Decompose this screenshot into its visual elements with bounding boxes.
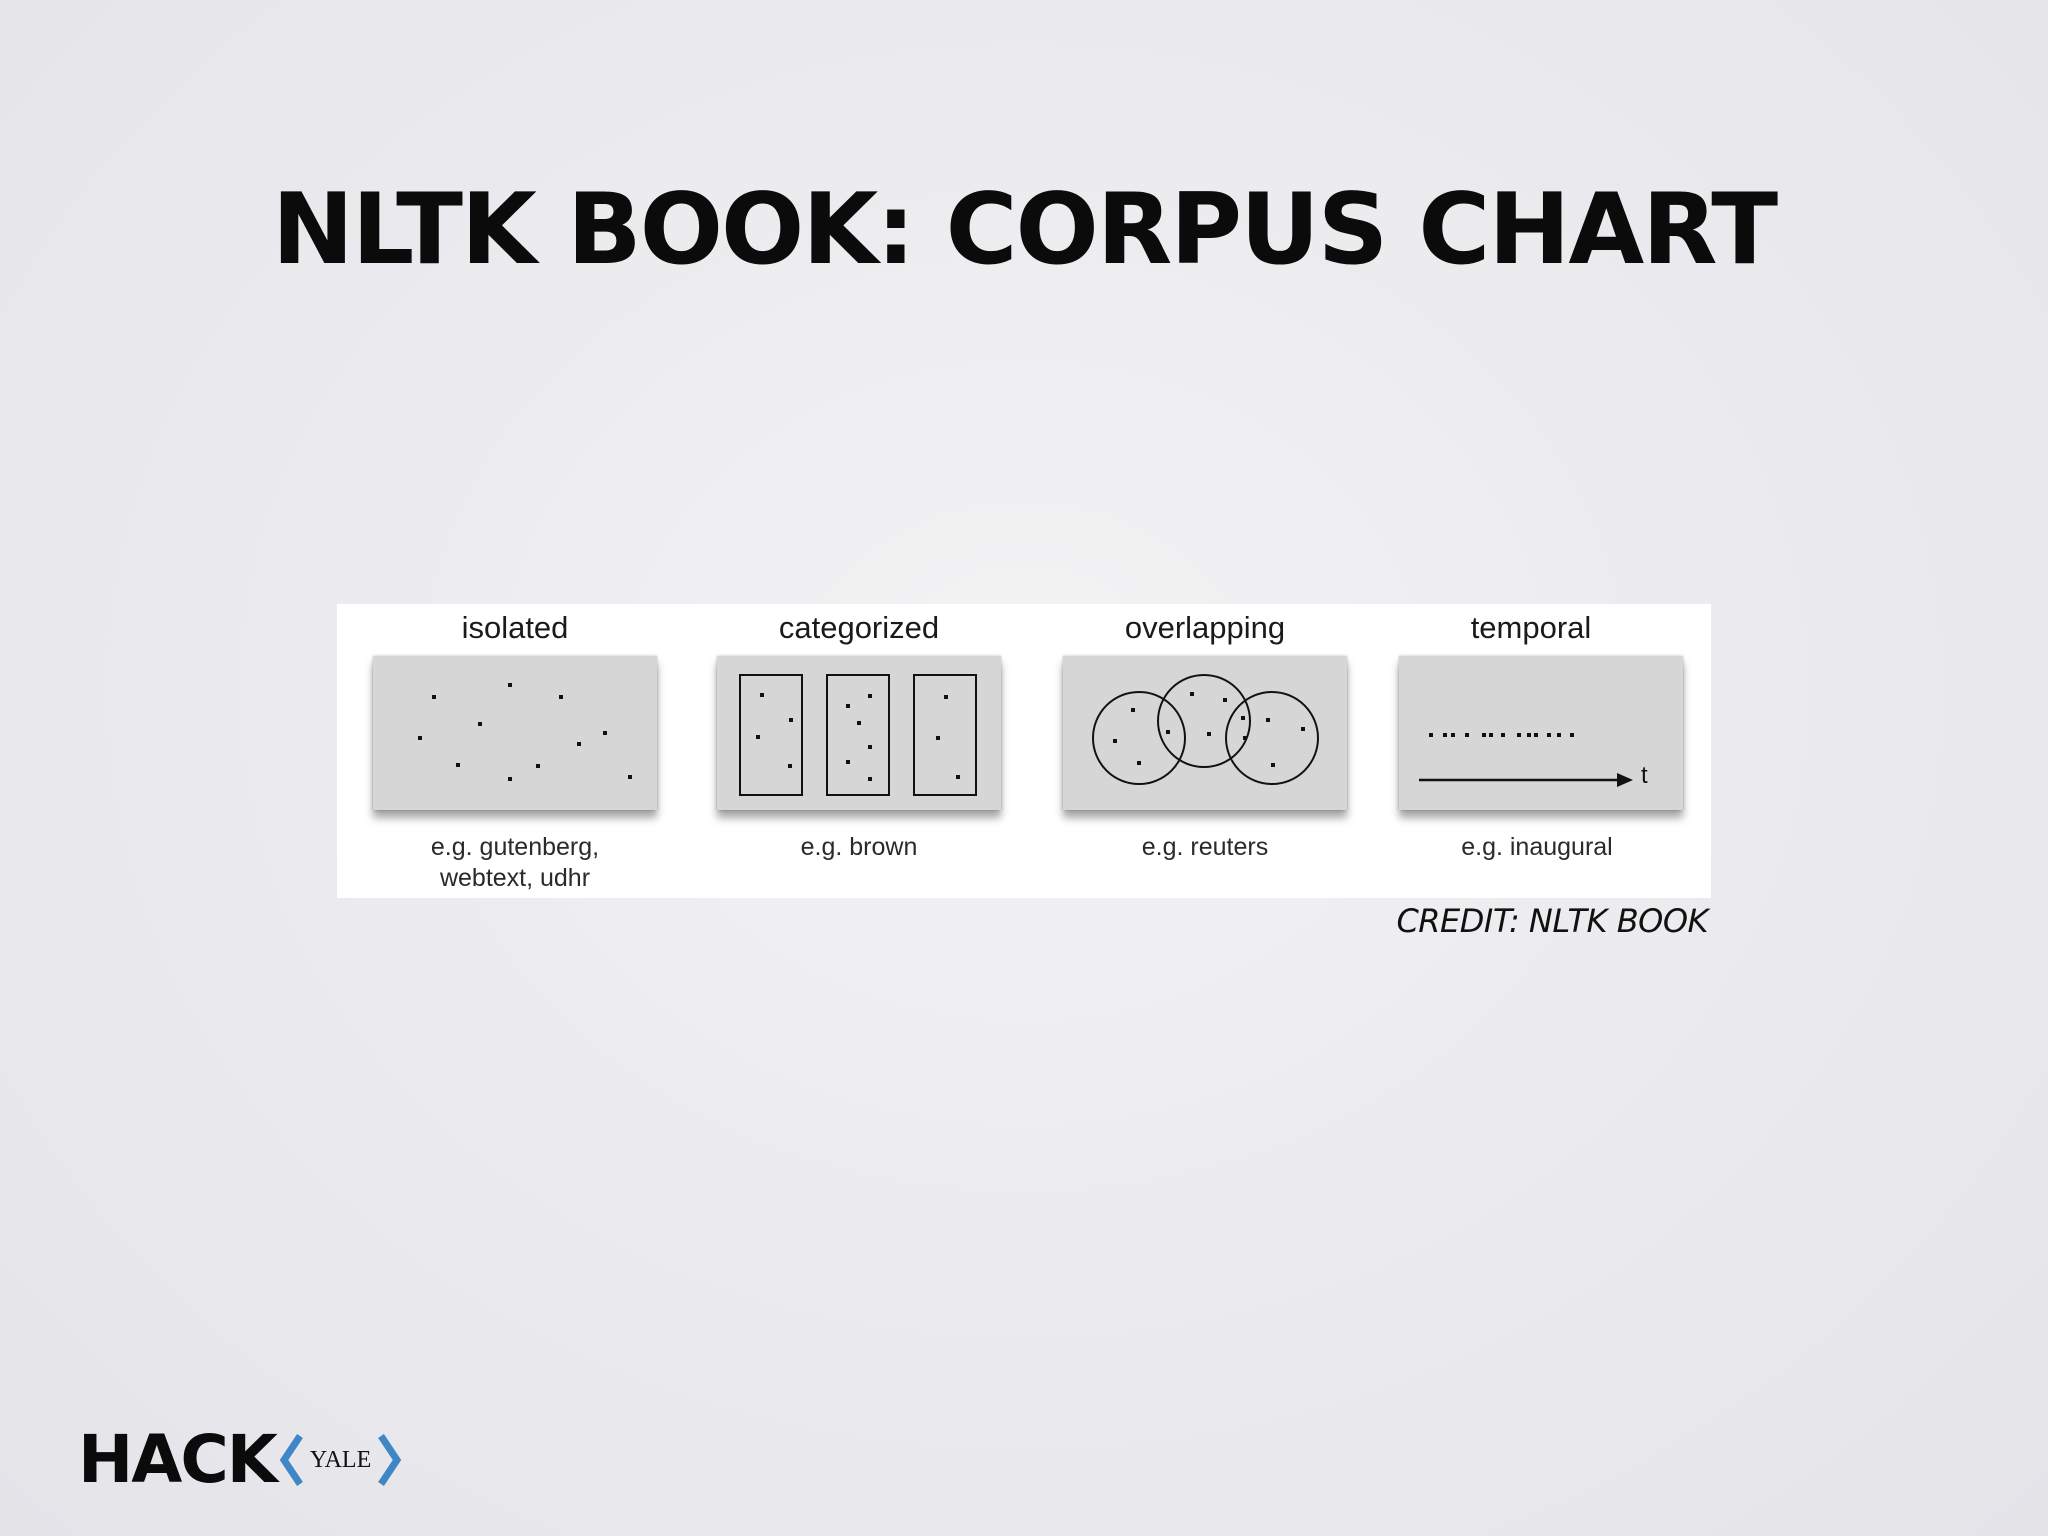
temporal-timeline (1419, 733, 1633, 787)
axis-label-t: t (1641, 762, 1648, 789)
panel-categorized (717, 656, 1001, 810)
caption-line: e.g. inaugural (1461, 833, 1613, 861)
hackyale-logo: HACK YALE (78, 1420, 405, 1500)
panel-caption-isolated: e.g. gutenberg, webtext, udhr (355, 832, 675, 894)
caption-line: e.g. gutenberg, (430, 833, 600, 861)
caption-line: webtext, udhr (439, 864, 591, 892)
panel-title-categorized: categorized (778, 610, 940, 645)
corpus-structure-diagram: isolated e.g. gutenberg, webtext, udhr c… (337, 604, 1711, 898)
logo-yale: YALE (309, 1447, 372, 1473)
panel-title-temporal: temporal (1470, 610, 1592, 645)
panel-title-isolated: isolated (461, 610, 569, 645)
chevron-right-icon (378, 1434, 402, 1486)
categorized-boxes (739, 674, 977, 796)
slide-title: NLTK BOOK: CORPUS CHART (271, 173, 1778, 287)
isolated-dots (418, 683, 632, 781)
caption-line: e.g. brown (800, 833, 918, 861)
image-credit: CREDIT: NLTK BOOK (1396, 902, 1708, 940)
panel-caption-temporal: e.g. inaugural (1377, 832, 1697, 863)
panel-caption-categorized: e.g. brown (699, 832, 1019, 863)
chevron-left-icon (279, 1434, 303, 1486)
caption-line: e.g. reuters (1141, 833, 1269, 861)
logo-wordmark: HACK (78, 1421, 278, 1498)
panel-isolated (373, 656, 657, 810)
panel-temporal: t (1399, 656, 1683, 810)
panel-overlapping (1063, 656, 1347, 810)
panel-title-overlapping: overlapping (1124, 610, 1286, 645)
panel-caption-overlapping: e.g. reuters (1045, 832, 1365, 863)
overlapping-circles (1092, 674, 1319, 785)
